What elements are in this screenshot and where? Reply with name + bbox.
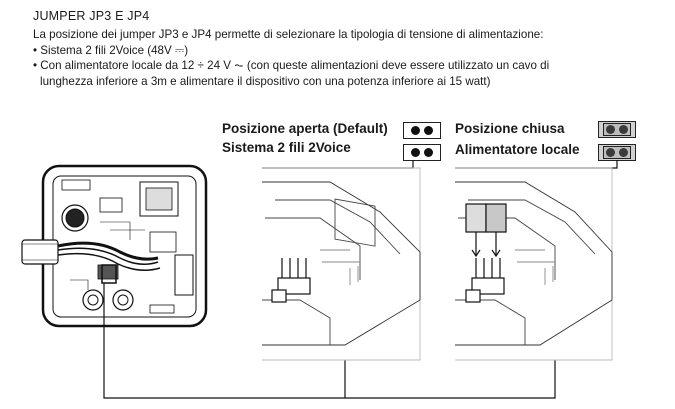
connector-lines <box>103 160 618 399</box>
device-board-illustration <box>21 164 208 328</box>
closed-jumper-icon <box>598 121 636 138</box>
section-description: La posizione dei jumper JP3 e JP4 permet… <box>33 27 653 89</box>
two-wire-system-label: Sistema 2 fili 2Voice <box>222 140 351 155</box>
section-title: JUMPER JP3 E JP4 <box>33 9 150 23</box>
bullet-local-supply: • Con alimentatore locale da 12 ÷ 24 V ⏦… <box>33 59 550 72</box>
bullet-two-wire: • Sistema 2 fili 2Voice (48V ⎓) <box>33 43 189 57</box>
open-position-label: Posizione aperta (Default) <box>222 121 388 136</box>
closed-jumper-detail <box>455 167 613 361</box>
open-jumper-icon <box>403 144 441 161</box>
open-jumper-icon <box>403 122 441 139</box>
open-jumper-detail <box>262 167 421 361</box>
closed-jumper-icon <box>598 144 636 161</box>
closed-position-label: Posizione chiusa <box>455 121 565 136</box>
local-supply-label: Alimentatore locale <box>455 142 580 157</box>
bullet-local-supply-cont: lunghezza inferiore a 3m e alimentare il… <box>40 74 491 88</box>
intro-text: La posizione dei jumper JP3 e JP4 permet… <box>33 28 544 41</box>
